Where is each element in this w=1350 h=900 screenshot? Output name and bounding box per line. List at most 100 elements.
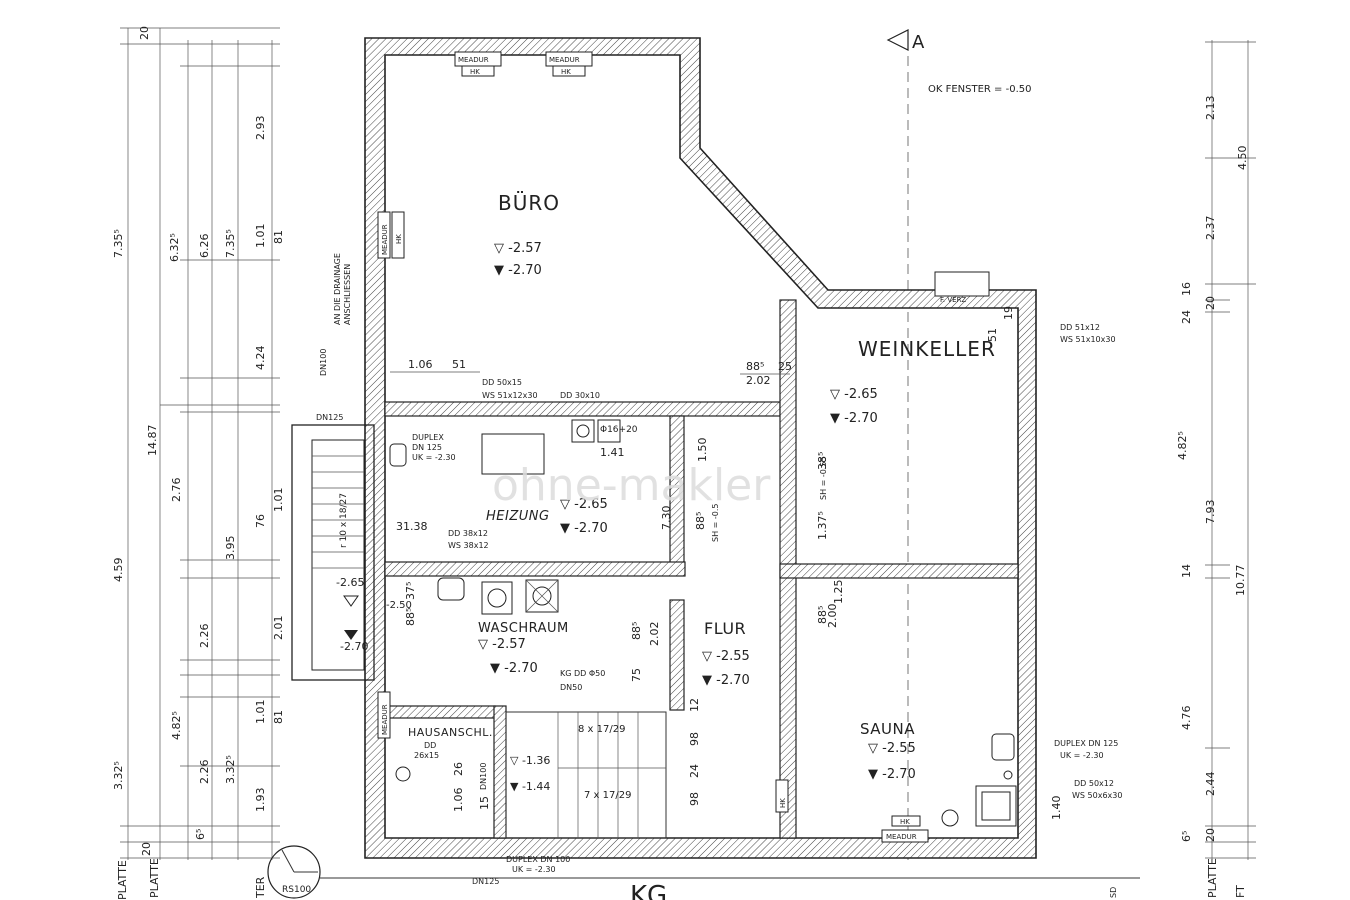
note-ws-51x12x30: WS 51x12x30 (482, 391, 538, 400)
room-hausanschluss: HAUSANSCHL. ▽ -1.36 ▼ -1.44 (408, 726, 550, 793)
dim-inner-14: 88⁵ (816, 606, 829, 624)
room-heizung: HEIZUNG ▽ -2.65 ▼ -2.70 (486, 497, 608, 536)
note-26x15: 26x15 (414, 751, 439, 760)
level-hausanschluss-finished: ▽ -1.36 (510, 754, 550, 767)
dim-left-5-a: 7.35⁵ (224, 229, 237, 258)
dim-inner-24: 98 (688, 732, 701, 746)
level-hausanschluss-raw: ▼ -1.44 (510, 780, 550, 793)
note-ws-50x6x30: WS 50x6x30 (1072, 791, 1122, 800)
note-duplex-sauna: DUPLEX DN 125 (1054, 739, 1118, 748)
plan-title: KG (630, 881, 667, 900)
note-sh-weinkeller: SH = -0.55 (819, 456, 828, 500)
dim-right-e: 16 (1180, 282, 1193, 296)
radiator-hk-5: HK (900, 818, 910, 826)
dim-left-4-i: 1.01 (254, 700, 267, 725)
note-dd-50x15: DD 50x15 (482, 378, 522, 387)
radiator-hk-1: HK (470, 68, 480, 76)
dim-inner-21: 2.02 (648, 622, 661, 647)
inner-dimensions: 1.06 51 88⁵ 2.02 25 51 19 1.41 1.50 1.37… (390, 306, 1063, 820)
dim-left-2-e: 2.26 (198, 760, 211, 785)
room-name-hausanschluss: HAUSANSCHL. (408, 726, 493, 739)
fixtures (389, 419, 1017, 827)
dim-inner-2: 51 (452, 358, 466, 371)
watermark: ohne-makler (492, 460, 771, 511)
level-heizung-finished: ▽ -2.65 (560, 497, 608, 512)
dim-inner-1: 1.06 (408, 358, 433, 371)
note-dd-38x12: DD 38x12 (448, 529, 488, 538)
dim-inner-27: 1.06 (452, 788, 465, 813)
dim-right-i: 10.77 (1234, 565, 1247, 597)
dim-left-2-a: 6.32⁵ (168, 233, 181, 262)
stair-landing-level-2: -2.70 (340, 640, 368, 653)
dim-inner-12: 7.30 (660, 506, 673, 531)
dim-right-n: 6⁵ (1180, 831, 1193, 842)
dim-left-2-d: 4.82⁵ (170, 711, 183, 740)
dim-right-c: 2.37 (1204, 216, 1217, 241)
dim-right-j: 14 (1180, 564, 1193, 578)
dim-left-3-a: 6.26 (198, 234, 211, 259)
dim-inner-15: 1.25 (832, 580, 845, 605)
drainage-note-2: AN DIE DRAINAGE (333, 253, 342, 325)
radiator-meadur-2: MEADUR (549, 56, 580, 64)
note-duplex-2: DN 125 (412, 443, 442, 452)
radiator-hk-6: HK (779, 798, 787, 808)
main-stairs: 8 x 17/29 7 x 17/29 (505, 711, 667, 839)
note-dd-small: DD (424, 741, 436, 750)
section-letter: A (912, 32, 925, 53)
level-weinkeller-finished: ▽ -2.65 (830, 387, 878, 402)
dim-inner-6: 51 (986, 328, 999, 342)
dim-inner-8: 1.41 (600, 446, 625, 459)
room-name-flur: FLUR (704, 619, 746, 638)
exterior-walls (364, 37, 1037, 859)
dim-right-g: 4.82⁵ (1176, 431, 1189, 460)
note-duplex-sauna-uk: UK = -2.30 (1060, 751, 1104, 760)
dim-inner-4: 2.02 (746, 374, 771, 387)
dim-left-outer-1: 7.35⁵ (112, 229, 125, 258)
dim-left-4-f: 1.01 (272, 488, 285, 513)
room-name-sauna: SAUNA (860, 720, 915, 738)
dim-left-4-h: 2.01 (272, 616, 285, 641)
dim-inner-26: 98 (688, 792, 701, 806)
dim-left-2-b: 2.76 (170, 478, 183, 503)
dim-right-b: 4.50 (1236, 146, 1249, 171)
note-dn125-bottom: DN125 (472, 877, 499, 886)
drainage-note-3: ANSCHLIESSEN (343, 264, 352, 325)
dim-right-f: 20 (1204, 296, 1217, 310)
radiator-meadur-1: MEADUR (458, 56, 489, 64)
window-note: OK FENSTER = -0.50 (928, 84, 1032, 95)
room-weinkeller: WEINKELLER ▽ -2.65 ▼ -2.70 (830, 337, 995, 426)
dim-inner-9: 1.50 (696, 438, 709, 463)
right-dimension-chains: 2.13 4.50 2.37 24 16 20 4.82⁵ 7.93 10.77… (1176, 40, 1256, 898)
dim-inner-20: 88⁵ (630, 622, 643, 640)
dim-inner-23: 12 (688, 698, 701, 712)
note-duplex-dn100: DUPLEX DN 100 (506, 855, 570, 864)
light-well-label: F. VERZ (940, 296, 966, 304)
room-waschraum: WASCHRAUM ▽ -2.57 ▼ -2.70 (478, 621, 568, 676)
dim-inner-28: 26 (452, 762, 465, 776)
level-flur-raw: ▼ -2.70 (702, 673, 750, 688)
note-dn50: DN50 (560, 683, 582, 692)
dim-left-outer-3: 4.59 (112, 558, 125, 583)
technical-notes: DD 50x15 WS 51x12x30 DD 30x10 Φ16+20 DUP… (319, 253, 1122, 886)
level-flur-finished: ▽ -2.55 (702, 649, 750, 664)
dim-left-outer-2: 14.87 (146, 425, 159, 457)
radiator-hk-2: HK (561, 68, 571, 76)
room-buero: BÜRO ▽ -2.57 ▼ -2.70 (494, 191, 559, 278)
dim-right-h: 7.93 (1204, 500, 1217, 525)
dim-inner-18: 37⁵ (404, 582, 417, 600)
radiator-meadur-5: MEADUR (886, 833, 917, 841)
dim-left-5-b: 3.32⁵ (224, 755, 237, 784)
dim-inner-5: 25 (778, 360, 792, 373)
dim-inner-22: 75 (630, 668, 643, 682)
dim-inner-10: 1.37⁵ (816, 511, 829, 540)
dim-left-outer-top: 20 (138, 26, 151, 40)
dim-inner-3: 88⁵ (746, 360, 764, 373)
level-sauna-raw: ▼ -2.70 (868, 767, 916, 782)
dim-right-k: 4.76 (1180, 706, 1193, 731)
level-waschraum-raw: ▼ -2.70 (490, 661, 538, 676)
dim-right-a: 2.13 (1204, 96, 1217, 121)
dim-left-3-b: 6⁵ (194, 829, 207, 840)
dim-left-4-g: 3.95 (224, 536, 237, 561)
radiator-meadur-4: MEADUR (381, 704, 389, 735)
level-buero-finished: ▽ -2.57 (494, 241, 542, 256)
